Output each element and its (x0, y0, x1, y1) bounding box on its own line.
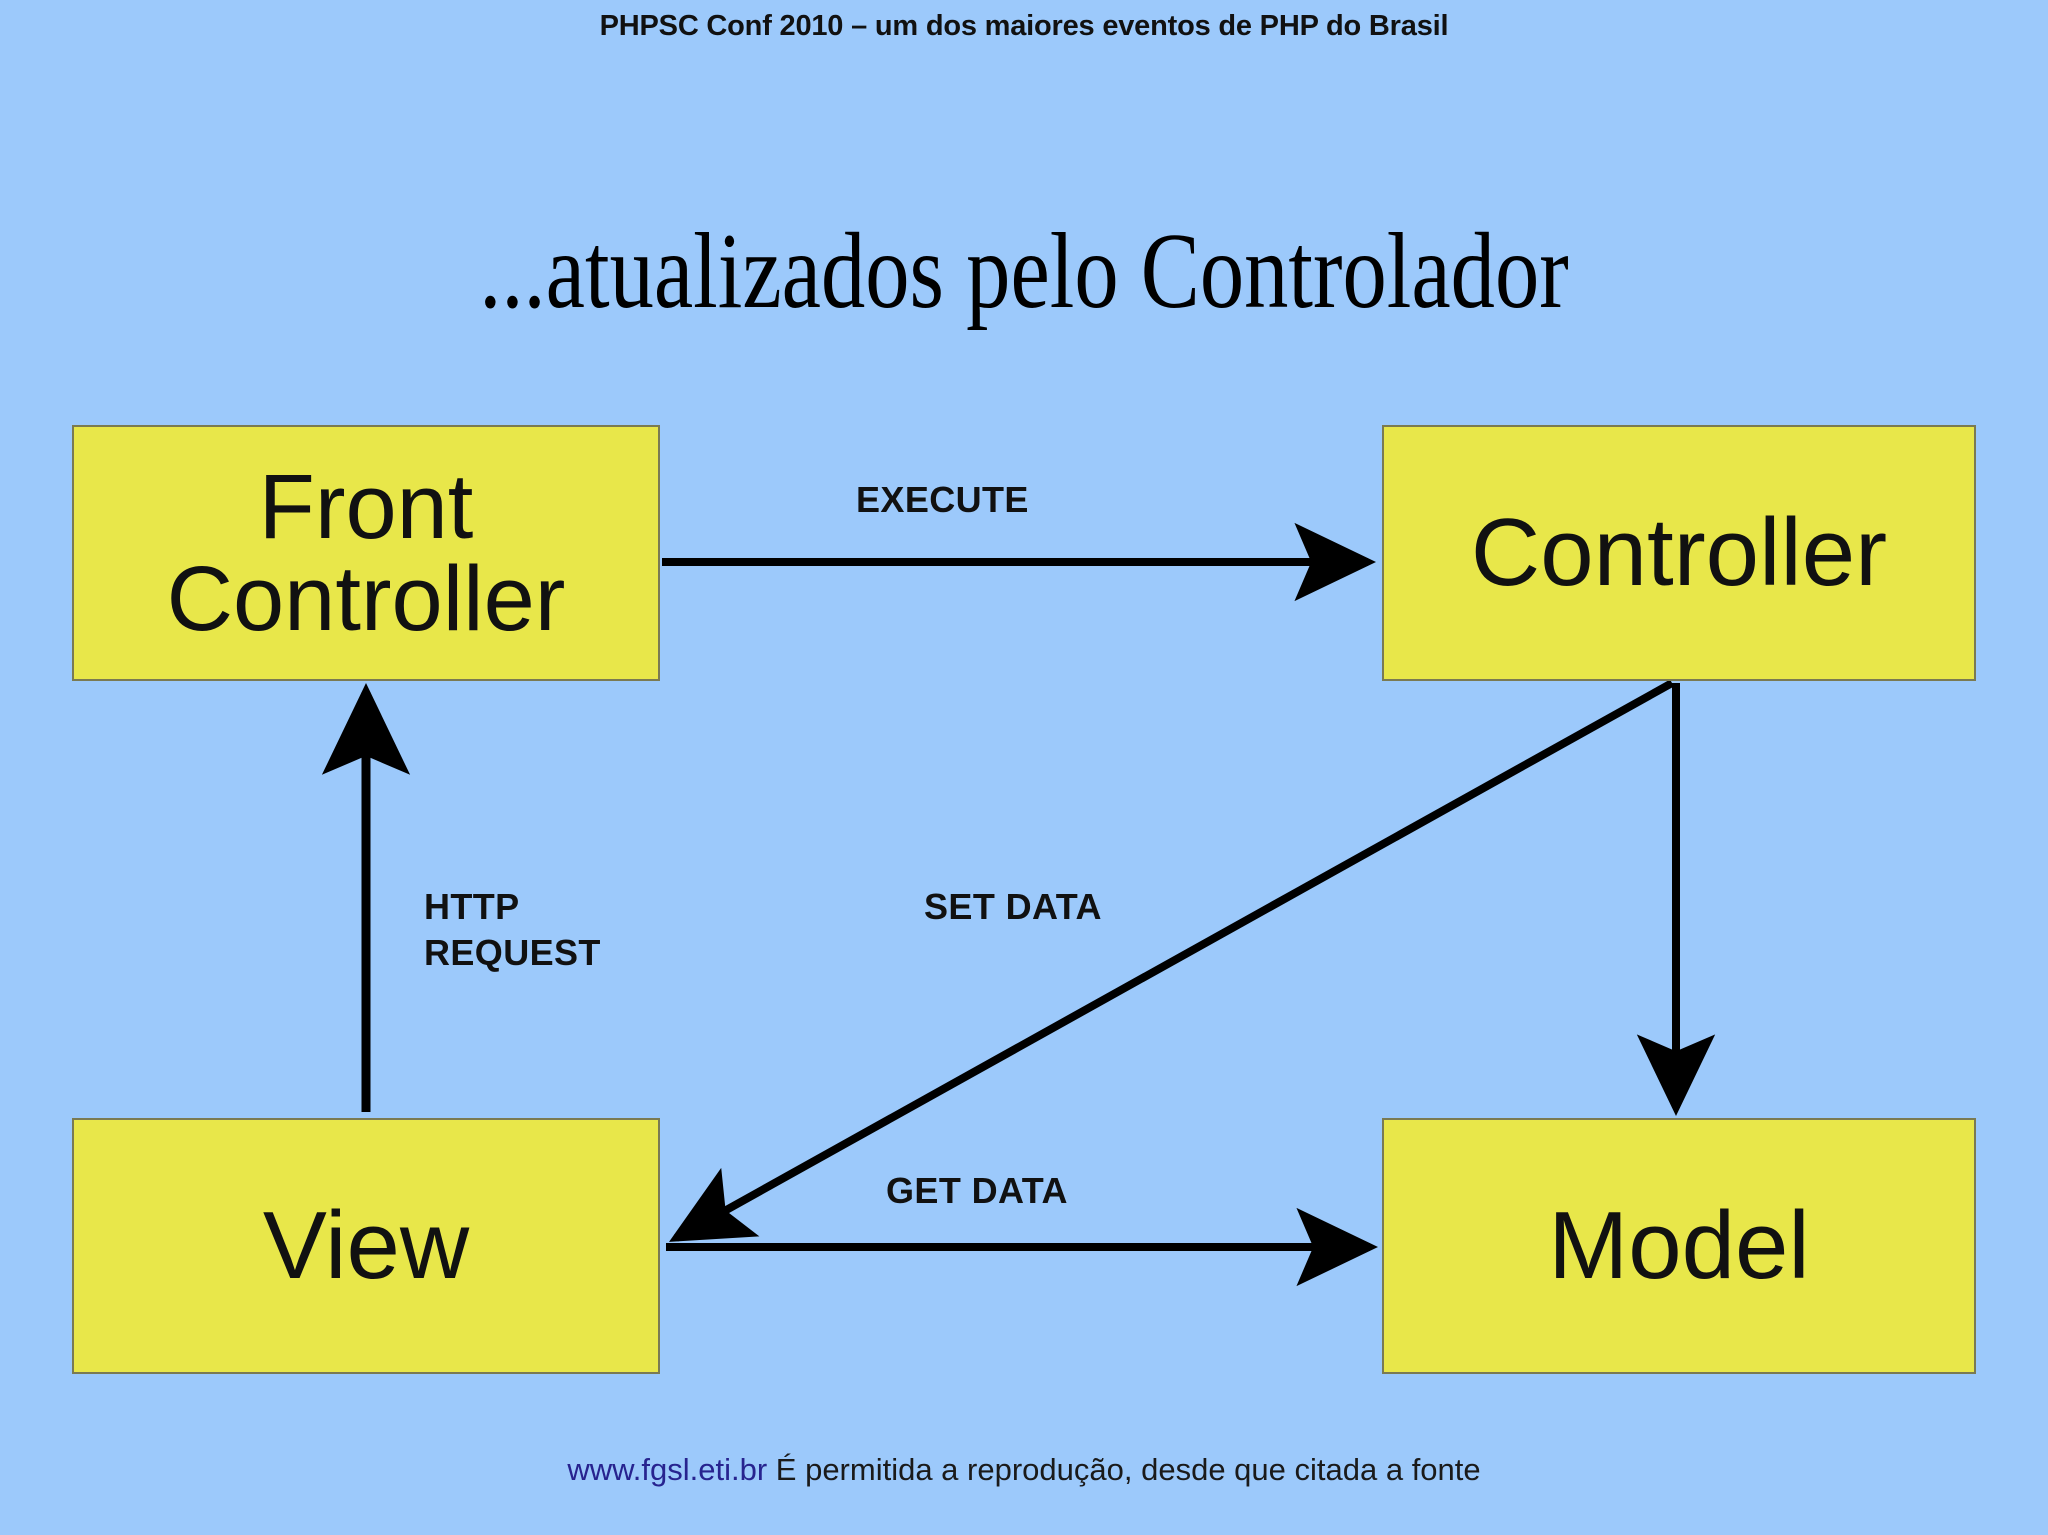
edge-label-http-request: HTTP REQUEST (424, 886, 601, 974)
diagram-box-controller[interactable]: Controller (1382, 425, 1976, 681)
slide-header: PHPSC Conf 2010 – um dos maiores eventos… (599, 10, 1449, 42)
edge-label-get-data: GET DATA (886, 1170, 1068, 1211)
footer-url-link[interactable]: www.fgsl.eti.br (567, 1452, 768, 1487)
footer-notice: É permitida a reprodução, desde que cita… (767, 1452, 1481, 1487)
diagram-box-view[interactable]: View (72, 1118, 660, 1374)
box-label: View (262, 1192, 470, 1299)
diagram-box-model[interactable]: Model (1382, 1118, 1976, 1374)
slide-footer: www.fgsl.eti.br É permitida a reprodução… (0, 1452, 2048, 1488)
box-label-line2: Controller (166, 548, 566, 650)
edge-label-set-data: SET DATA (924, 886, 1102, 927)
edge-label-execute: EXECUTE (856, 479, 1029, 520)
page-title: ...atualizados pelo Controlador (479, 212, 1569, 331)
diagram-box-front-controller[interactable]: Front Controller (72, 425, 660, 681)
box-label: Controller (1470, 499, 1888, 606)
box-label: Model (1548, 1192, 1810, 1299)
box-label-line1: Front (258, 456, 474, 558)
